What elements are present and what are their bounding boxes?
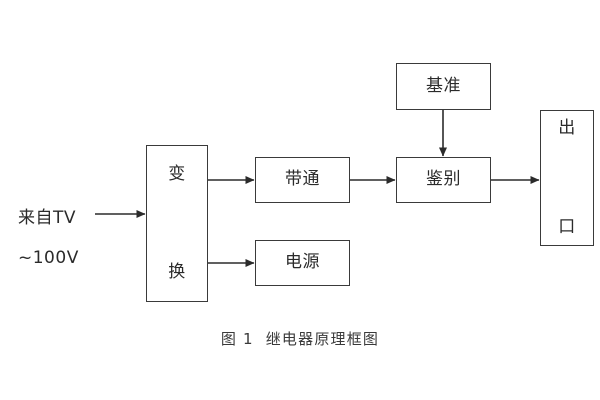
node-discriminate-label: 鉴别 <box>426 169 461 190</box>
node-reference[interactable]: 基准 <box>396 63 491 110</box>
input-source-label: 来自TV ~100V <box>18 208 79 268</box>
node-output-label: 出 口 <box>558 118 576 237</box>
node-bandpass-label: 带通 <box>285 169 320 190</box>
node-convert[interactable]: 变 换 <box>146 145 208 302</box>
node-output[interactable]: 出 口 <box>540 110 594 246</box>
node-discriminate[interactable]: 鉴别 <box>396 157 491 203</box>
node-power-supply[interactable]: 电源 <box>255 240 350 286</box>
figure-caption: 图 1 继电器原理框图 <box>220 330 380 348</box>
node-convert-label: 变 换 <box>168 163 186 283</box>
node-bandpass[interactable]: 带通 <box>255 157 350 203</box>
node-power-supply-label: 电源 <box>285 252 320 273</box>
node-reference-label: 基准 <box>426 75 461 96</box>
